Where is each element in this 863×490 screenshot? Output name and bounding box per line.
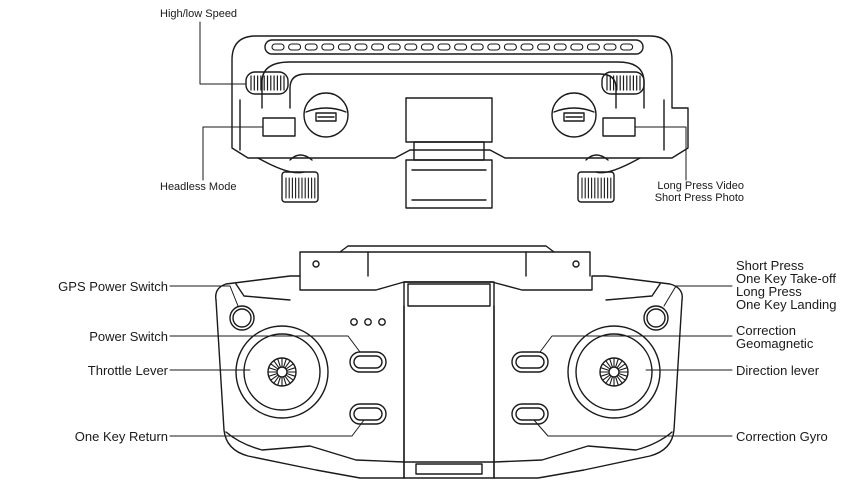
stick-tooth (618, 363, 626, 370)
label-geomagnetic: Geomagnetic (736, 336, 814, 351)
vent-slot (404, 43, 418, 51)
label-short-press: Short Press (736, 258, 804, 273)
label-video-line: Long Press Video (657, 180, 744, 192)
throttle-joystick (235, 325, 329, 419)
stick-tooth (616, 376, 623, 384)
top-leaders (199, 21, 687, 181)
vent-slot (620, 43, 634, 51)
vent-slot (487, 43, 501, 51)
gyro-button (511, 403, 549, 425)
stick-tooth (284, 360, 291, 368)
stick-tooth (605, 360, 612, 368)
stick-tooth (270, 374, 278, 381)
phone-clamp (405, 97, 493, 209)
vent-slot (337, 43, 351, 51)
stick-tooth (602, 374, 610, 381)
label-takeoff-landing: Short Press One Key Take-off Long Press … (736, 259, 836, 311)
stick-tooth (284, 376, 291, 384)
vent-slot (586, 43, 600, 51)
vent-slot (503, 43, 517, 51)
left-dial (303, 92, 349, 138)
label-throttle-lever: Throttle Lever (87, 363, 168, 378)
stick-tooth (283, 358, 287, 367)
shutter-wheel-right (601, 71, 645, 95)
stick-tooth (268, 373, 277, 377)
speed-wheel-left (245, 71, 289, 95)
stick-tooth (268, 367, 277, 371)
stick-tooth (609, 377, 613, 386)
vent-slot (570, 43, 584, 51)
front-view-controller (215, 245, 683, 479)
label-long-press: Long Press (736, 284, 802, 299)
photo-video-button (602, 117, 636, 137)
stick-tooth (277, 358, 281, 367)
stick-tooth (287, 367, 296, 371)
label-photo-line: Short Press Photo (654, 192, 744, 204)
stick-tooth (600, 373, 609, 377)
label-one-key-takeoff: One Key Take-off (736, 271, 836, 286)
direction-joystick (567, 325, 661, 419)
label-video-photo: Long Press Video Short Press Photo (618, 180, 744, 204)
vent-slot (354, 43, 368, 51)
stick-tooth (273, 360, 280, 368)
stick-tooth (618, 374, 626, 381)
right-dial (551, 92, 597, 138)
label-correction: Correction (736, 323, 796, 338)
label-high-low-speed: High/low Speed (160, 8, 238, 20)
top-vent (264, 39, 644, 55)
vent-slot (321, 43, 335, 51)
vent-slot (387, 43, 401, 51)
label-correction-gyro: Correction Gyro (736, 429, 828, 444)
label-gps-power-switch: GPS Power Switch (58, 279, 168, 294)
vent-slot (304, 43, 318, 51)
stick-tooth (273, 376, 280, 384)
vent-slot (371, 43, 385, 51)
stick-tooth (286, 363, 294, 370)
vent-slot (454, 43, 468, 51)
stick-tooth (602, 363, 610, 370)
vent-slot (288, 43, 302, 51)
label-correction-geomagnetic: Correction Geomagnetic (736, 324, 813, 350)
stick-tooth (286, 374, 294, 381)
headless-button (262, 117, 296, 137)
takeoff-landing-button (643, 305, 669, 331)
vent-slot (553, 43, 567, 51)
stick-tooth (600, 367, 609, 371)
one-key-return-button (349, 403, 387, 425)
stick-tooth (615, 358, 619, 367)
stick-tooth (615, 377, 619, 386)
stick-tooth (283, 377, 287, 386)
label-one-key-return: One Key Return (74, 429, 168, 444)
vent-slot (437, 43, 451, 51)
stick-tooth (270, 363, 278, 370)
power-switch-button (349, 351, 387, 373)
vent-slot (271, 43, 285, 51)
vent-slot (537, 43, 551, 51)
stick-cap-left (281, 154, 319, 203)
stick-cap-right (577, 154, 615, 203)
vent-slot (520, 43, 534, 51)
label-direction-lever: Direction lever (736, 363, 820, 378)
stick-tooth (616, 360, 623, 368)
front-leaders (169, 285, 733, 437)
status-leds (350, 318, 386, 326)
stick-tooth (277, 377, 281, 386)
stick-tooth (605, 376, 612, 384)
vent-slot (470, 43, 484, 51)
geomagnetic-button (511, 351, 549, 373)
stick-tooth (609, 358, 613, 367)
gps-power-button (229, 305, 255, 331)
vent-slot (603, 43, 617, 51)
stick-tooth (619, 373, 628, 377)
stick-tooth (287, 373, 296, 377)
label-headless-mode: Headless Mode (160, 181, 237, 193)
vent-slot (420, 43, 434, 51)
stick-tooth (619, 367, 628, 371)
top-view-controller (231, 35, 689, 209)
label-power-switch: Power Switch (89, 329, 168, 344)
label-one-key-landing: One Key Landing (736, 297, 837, 312)
